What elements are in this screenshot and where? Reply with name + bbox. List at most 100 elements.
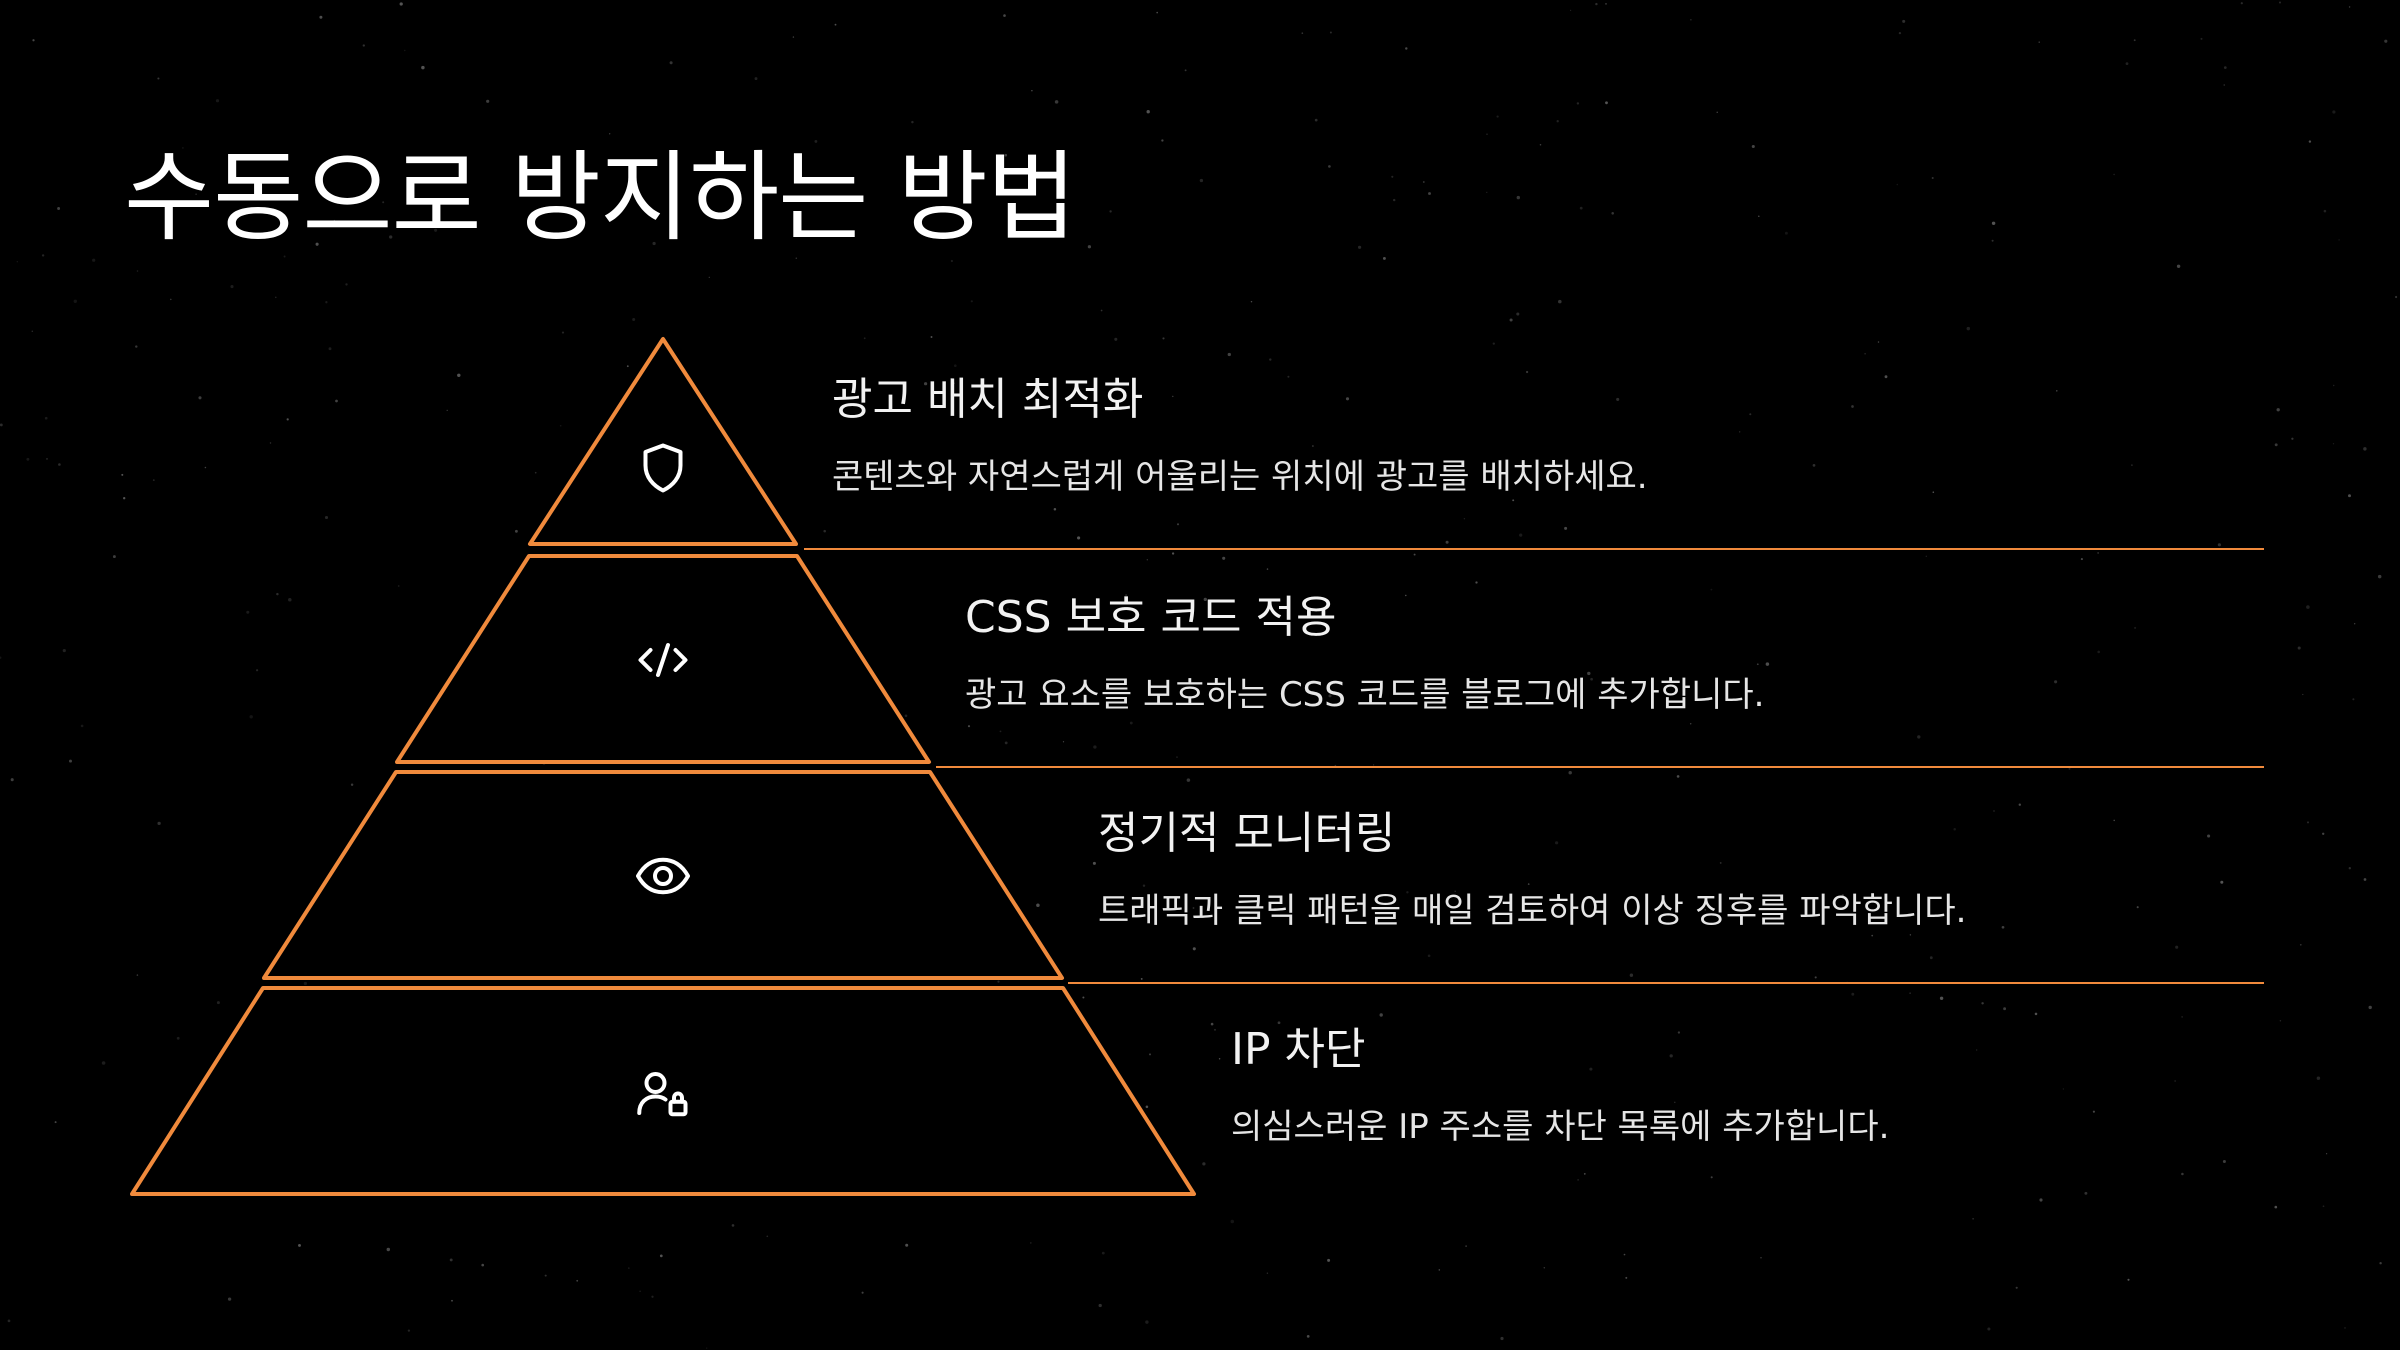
star-dot: [1719, 861, 1722, 864]
star-dot: [1691, 1117, 1695, 1122]
star-dot: [1176, 756, 1178, 758]
star-dot: [1422, 181, 1425, 183]
star-dot: [1568, 770, 1572, 775]
star-dot: [7, 1319, 11, 1323]
star-dot: [1749, 413, 1752, 416]
star-dot: [2127, 1278, 2130, 1281]
star-dot: [1161, 139, 1164, 142]
star-dot: [514, 529, 518, 533]
star-dot: [1142, 884, 1146, 887]
star-dot: [135, 345, 138, 348]
star-dot: [2034, 1012, 2038, 1016]
star-dot: [2125, 62, 2129, 65]
star-dot: [2316, 1076, 2321, 1080]
star-dot: [31, 330, 34, 332]
star-dot: [1171, 552, 1175, 555]
star-dot: [953, 364, 957, 368]
star-dot: [1993, 810, 1995, 812]
star-dot: [386, 1247, 391, 1252]
star-dot: [1972, 1218, 1974, 1220]
star-dot: [2276, 408, 2280, 412]
star-dot: [1287, 1138, 1289, 1140]
star-dot: [2352, 698, 2355, 701]
star-dot: [1031, 89, 1033, 92]
star-dot: [999, 730, 1002, 733]
star-dot: [930, 336, 933, 338]
tier-4-heading: IP 차단: [1231, 1024, 1366, 1075]
star-dot: [2332, 384, 2335, 387]
star-dot: [1583, 1173, 1586, 1175]
star-dot: [1146, 110, 1150, 114]
tier-3-description: 트래픽과 클릭 패턴을 매일 검토하여 이상 징후를 파악합니다.: [1098, 890, 1967, 931]
star-dot: [1162, 337, 1165, 340]
star-dot: [1092, 861, 1096, 865]
star-dot: [1496, 115, 1499, 118]
star-dot: [706, 1347, 708, 1349]
star-dot: [404, 49, 406, 52]
star-dot: [1577, 1179, 1579, 1181]
star-dot: [1184, 69, 1187, 72]
star-dot: [204, 466, 207, 469]
star-dot: [324, 515, 329, 520]
star-dot: [1896, 183, 1899, 186]
star-dot: [2348, 6, 2351, 8]
star-dot: [1739, 431, 1741, 433]
star-dot: [407, 1329, 411, 1332]
star-dot: [1156, 11, 1158, 14]
star-dot: [2338, 239, 2340, 241]
star-dot: [1030, 1242, 1032, 1244]
star-dot: [136, 974, 139, 976]
star-dot: [73, 299, 77, 303]
star-dot: [1269, 358, 1272, 361]
star-dot: [1301, 32, 1304, 34]
star-dot: [1277, 1021, 1281, 1025]
star-dot: [227, 1297, 232, 1301]
star-dot: [1674, 1101, 1676, 1104]
star-dot: [1334, 764, 1337, 767]
tier-4-description: 의심스러운 IP 주소를 차단 목록에 추가합니다.: [1231, 1106, 1890, 1147]
star-dot: [1512, 499, 1515, 502]
star-dot: [1758, 215, 1760, 218]
star-dot: [2092, 1110, 2095, 1113]
star-dot: [1266, 568, 1269, 570]
star-dot: [639, 1290, 641, 1292]
star-dot: [1312, 445, 1314, 447]
star-dot: [1564, 526, 1568, 530]
star-dot: [168, 217, 171, 219]
star-dot: [2307, 821, 2309, 824]
star-dot: [1202, 1162, 1206, 1166]
star-dot: [651, 1295, 654, 1298]
star-dot: [303, 981, 308, 986]
star-dot: [766, 1235, 769, 1238]
star-dot: [46, 458, 48, 460]
star-dot: [1587, 671, 1591, 676]
star-dot: [1605, 3, 1607, 5]
star-dot: [2080, 558, 2083, 561]
star-dot: [1227, 352, 1231, 357]
star-dot: [481, 1263, 485, 1267]
star-dot: [669, 61, 673, 65]
star-dot: [1509, 318, 1513, 322]
star-dot: [2174, 1080, 2176, 1082]
star-dot: [609, 133, 611, 135]
star-dot: [2302, 693, 2304, 696]
star-dot: [288, 597, 292, 602]
star-dot: [1391, 175, 1394, 178]
star-dot: [1669, 1054, 1673, 1058]
star-dot: [2274, 1205, 2278, 1209]
star-dot: [652, 241, 656, 246]
star-dot: [561, 331, 565, 334]
star-dot: [1250, 300, 1253, 303]
star-dot: [1689, 723, 1692, 725]
star-dot: [32, 39, 35, 42]
star-dot: [1939, 996, 1944, 1000]
star-dot: [1629, 973, 1634, 977]
star-dot: [1710, 588, 1713, 591]
star-dot: [1405, 594, 1407, 597]
star-dot: [1555, 841, 1559, 845]
star-dot: [2176, 264, 2181, 269]
star-dot: [1864, 353, 1866, 355]
star-dot: [814, 139, 818, 143]
star-dot: [2097, 552, 2099, 554]
star-dot: [449, 1258, 453, 1262]
